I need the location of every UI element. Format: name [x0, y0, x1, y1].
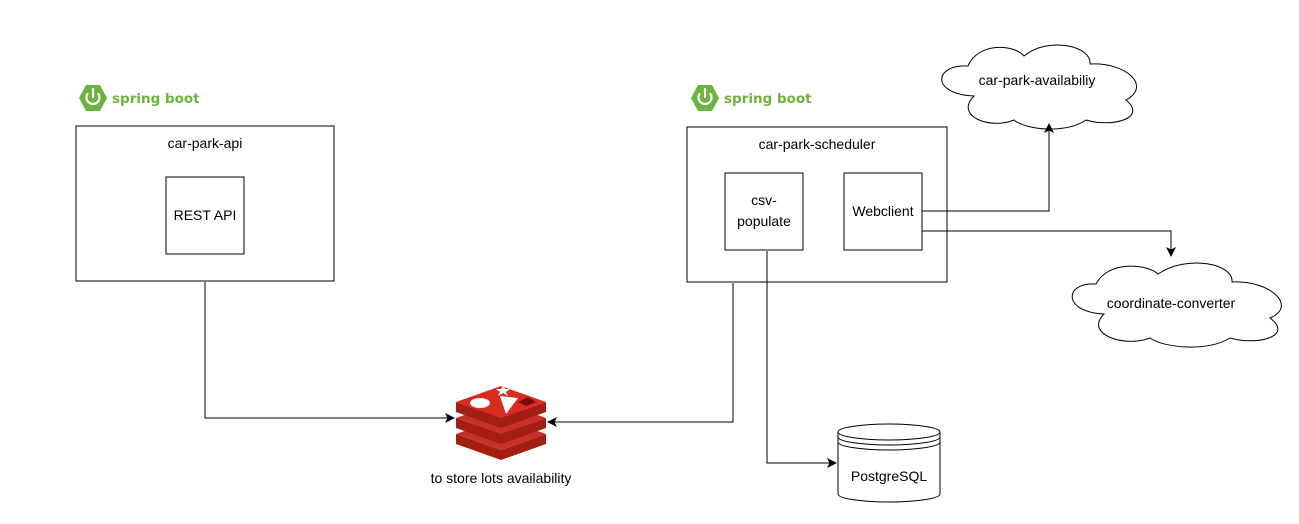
car-park-availability-cloud: car-park-availabiliy [941, 44, 1138, 130]
edge-scheduler-to-redis [547, 283, 734, 427]
webclient-node: Webclient [843, 172, 923, 251]
spring-boot-text: spring boot [724, 91, 812, 107]
car-park-scheduler-label: car-park-scheduler [759, 136, 876, 152]
spring-boot-logo-left: spring boot [79, 85, 200, 111]
csv-populate-label-line2: populate [737, 213, 791, 229]
redis-node: to store lots availability [431, 385, 572, 486]
spring-boot-text: spring boot [112, 91, 200, 107]
coordinate-converter-cloud: coordinate-converter [1071, 262, 1282, 348]
postgresql-database: PostgreSQL [837, 423, 941, 503]
postgresql-label: PostgreSQL [851, 468, 927, 484]
coordinate-converter-label: coordinate-converter [1107, 295, 1236, 311]
rest-api-node: REST API [165, 176, 245, 255]
spring-boot-power-icon [79, 85, 107, 111]
redis-stack-icon [456, 385, 546, 460]
redis-caption: to store lots availability [431, 470, 572, 486]
car-park-availability-label: car-park-availabiliy [979, 72, 1096, 88]
car-park-api-node: car-park-api REST API [75, 125, 335, 282]
spring-boot-power-icon [691, 85, 719, 111]
csv-populate-node: csv- populate [724, 172, 804, 251]
car-park-api-label: car-park-api [168, 135, 243, 151]
csv-populate-label-line1: csv- [751, 192, 777, 208]
edge-api-to-redis [204, 282, 455, 423]
rest-api-label: REST API [174, 207, 237, 223]
edges [204, 123, 1176, 468]
car-park-scheduler-node: car-park-scheduler csv- populate Webclie… [686, 126, 948, 283]
edge-csv-to-postgresql [766, 251, 837, 468]
webclient-label: Webclient [852, 203, 913, 219]
spring-boot-logo-right: spring boot [691, 85, 812, 111]
edge-webclient-to-availability [922, 123, 1054, 212]
edge-webclient-to-coordinate-converter [922, 230, 1176, 257]
